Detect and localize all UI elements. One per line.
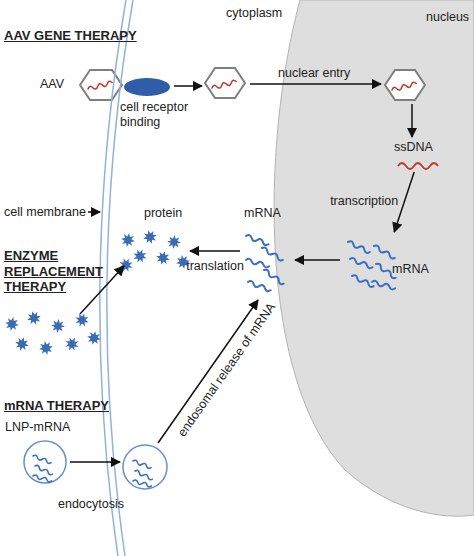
step-label: endosomal release of mRNA <box>175 300 279 440</box>
section-heading: ENZYME REPLACEMENT THERAPY <box>4 248 114 295</box>
ssdna-strand <box>398 163 438 169</box>
mrna-strand <box>132 459 151 469</box>
flow-arrow <box>295 259 340 261</box>
mrna-strand <box>33 474 52 482</box>
protein-molecule <box>13 335 30 352</box>
protein-molecule <box>24 308 43 327</box>
protein-molecule <box>63 335 82 354</box>
endosome <box>123 445 167 489</box>
protein-molecule <box>50 318 65 333</box>
node-label: cell receptor binding <box>120 100 202 130</box>
protein-molecule <box>166 234 181 249</box>
edge-label: translation <box>186 259 244 274</box>
protein-molecule <box>36 338 55 357</box>
flow-arrow <box>158 300 258 443</box>
protein-molecule <box>4 316 20 332</box>
aav-capsid-shape <box>80 70 122 100</box>
node-label: protein <box>144 206 182 221</box>
pointer-arrow <box>88 211 100 213</box>
shape-outline <box>80 70 122 100</box>
step-label: nuclear entry <box>278 66 350 81</box>
flow-arrow <box>70 461 120 463</box>
aav-capsid <box>205 68 245 98</box>
nuclear-mrna: mRNA <box>340 232 430 288</box>
viral-genome <box>211 80 236 90</box>
aav-capsid: AAV <box>80 70 122 100</box>
protein-molecule <box>120 232 136 248</box>
node-label: mRNA <box>392 262 429 277</box>
viral-genome <box>391 82 416 92</box>
mrna-strand <box>32 454 51 464</box>
mrna-strand <box>245 234 269 246</box>
cell-receptor-shape <box>124 78 170 96</box>
flow-arrow <box>174 85 202 87</box>
nucleus-region-shape <box>274 0 474 516</box>
flow-arrow <box>250 83 381 85</box>
region-label: cell membrane <box>4 205 86 220</box>
node-label: ssDNA <box>394 140 433 155</box>
protein-molecule <box>86 330 103 347</box>
cell-receptor: cell receptor binding <box>124 78 170 96</box>
mrna-strand <box>375 262 397 279</box>
node-label: AAV <box>40 77 64 92</box>
lipid-nanoparticle-shape <box>24 441 66 483</box>
protein-molecule <box>131 247 149 265</box>
node-label: LNP-mRNA <box>5 420 70 435</box>
mrna-strand <box>351 274 374 288</box>
protein-molecule <box>154 249 171 266</box>
aav-capsid <box>385 70 425 100</box>
mrna-strand <box>371 280 395 290</box>
mrna-strand <box>373 244 396 259</box>
node-label: mRNA <box>244 206 281 221</box>
mrna-strand <box>134 470 153 481</box>
edge-label: transcription <box>330 194 398 209</box>
viral-genome <box>87 81 112 91</box>
ssdna-node: ssDNA <box>392 140 447 172</box>
mrna-strand <box>347 240 370 254</box>
mrna-strand <box>245 258 269 268</box>
step-label: endocytosis <box>58 497 124 512</box>
section-heading: AAV GENE THERAPY <box>4 28 137 44</box>
region-label: cytoplasm <box>226 6 282 21</box>
protein-molecule <box>73 311 91 329</box>
node-label: nucleus <box>426 10 469 25</box>
section-heading: mRNA THERAPY <box>4 398 109 414</box>
protein-molecule <box>140 227 159 246</box>
mrna-strand <box>133 479 152 487</box>
flow-arrow <box>190 250 240 252</box>
mrna-strand <box>34 465 53 476</box>
mrna-strand <box>261 246 284 261</box>
mrna-strand <box>349 257 373 269</box>
flow-arrow <box>411 104 413 137</box>
cytoplasmic-mrna: mRNA <box>240 230 295 295</box>
mrna-strand <box>263 268 285 285</box>
mrna-strand <box>247 280 271 292</box>
shape-outline <box>124 78 170 96</box>
